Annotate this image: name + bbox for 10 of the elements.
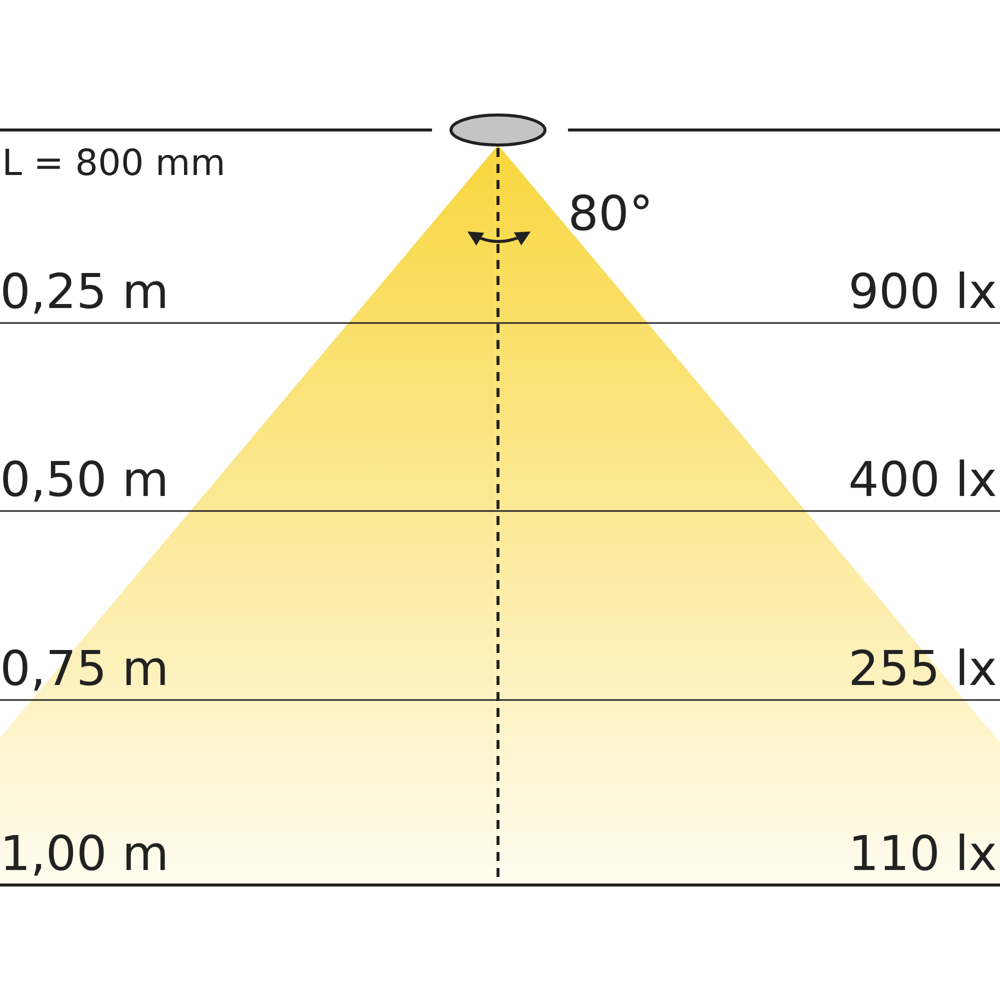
illuminance-label: 400 lx: [848, 456, 997, 504]
illuminance-label: 900 lx: [848, 268, 997, 316]
dimension-label: L = 800 mm: [2, 146, 226, 182]
angle-label: 80°: [568, 190, 654, 238]
distance-label: 0,75 m: [0, 645, 169, 693]
illuminance-label: 255 lx: [848, 645, 997, 693]
distance-label: 0,50 m: [0, 456, 169, 504]
illuminance-label: 110 lx: [848, 830, 997, 878]
distance-label: 0,25 m: [0, 268, 169, 316]
distance-label: 1,00 m: [0, 830, 169, 878]
